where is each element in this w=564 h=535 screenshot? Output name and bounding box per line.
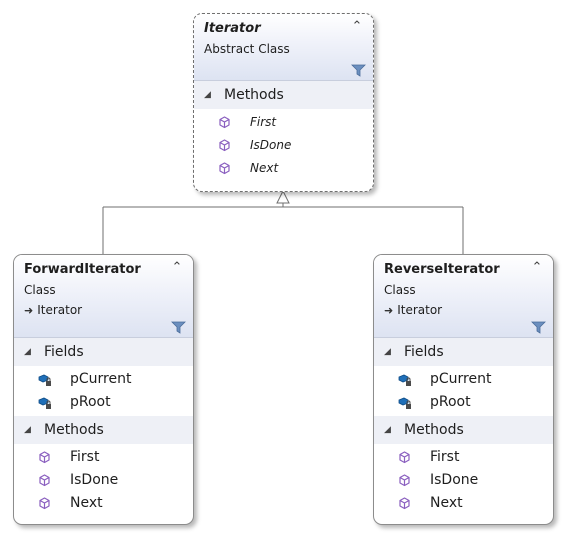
method-item-isdone[interactable]: IsDone bbox=[14, 469, 193, 492]
base-class-name: Iterator bbox=[397, 303, 443, 317]
iterator-methods-section-header[interactable]: ◢ Methods bbox=[194, 81, 373, 109]
section-collapse-triangle-icon[interactable]: ◢ bbox=[384, 425, 391, 435]
inheritance-arrowhead-icon bbox=[276, 189, 290, 204]
method-cube-icon bbox=[399, 451, 410, 464]
field-item-proot[interactable]: pRoot bbox=[14, 391, 193, 414]
filter-funnel-icon[interactable] bbox=[171, 321, 186, 334]
reverse-iterator-class-kind: Class bbox=[384, 283, 416, 297]
iterator-class-box[interactable]: Iterator Abstract Class ⌃ ◢ Methods Firs… bbox=[193, 13, 374, 192]
forward-iterator-methods-label: Methods bbox=[44, 422, 104, 438]
private-field-icon bbox=[398, 397, 411, 409]
inheritance-line-forward bbox=[102, 206, 283, 254]
method-name: Next bbox=[70, 495, 103, 511]
method-item-next[interactable]: Next bbox=[14, 492, 193, 515]
forward-iterator-header: ForwardIterator Class ➜Iterator ⌃ bbox=[14, 255, 193, 338]
method-name: First bbox=[250, 115, 277, 129]
reverse-iterator-class-box[interactable]: ReverseIterator Class ➜Iterator ⌃ ◢ Fiel… bbox=[373, 254, 554, 525]
method-cube-icon bbox=[219, 139, 230, 152]
reverse-iterator-fields-list: pCurrent pRoot bbox=[374, 366, 553, 416]
reverse-iterator-methods-section-header[interactable]: ◢ Methods bbox=[374, 416, 553, 444]
iterator-methods-label: Methods bbox=[224, 87, 284, 103]
private-field-icon bbox=[38, 374, 51, 386]
forward-iterator-fields-list: pCurrent pRoot bbox=[14, 366, 193, 416]
forward-iterator-class-name: ForwardIterator bbox=[24, 262, 141, 277]
double-chevron-up-icon[interactable]: ⌃ bbox=[531, 260, 543, 275]
method-cube-icon bbox=[399, 474, 410, 487]
reverse-iterator-fields-section-header[interactable]: ◢ Fields bbox=[374, 338, 553, 366]
method-item-first[interactable]: First bbox=[14, 446, 193, 469]
inheritance-line-reverse bbox=[283, 206, 464, 254]
method-cube-icon bbox=[219, 116, 230, 129]
inheritance-arrow-icon: ➜ bbox=[24, 304, 34, 317]
private-field-icon bbox=[398, 374, 411, 386]
method-name: IsDone bbox=[430, 472, 479, 488]
field-name: pCurrent bbox=[70, 371, 132, 387]
reverse-iterator-methods-list: First IsDone Next bbox=[374, 444, 553, 517]
double-chevron-up-icon[interactable]: ⌃ bbox=[171, 260, 183, 275]
field-item-pcurrent[interactable]: pCurrent bbox=[374, 368, 553, 391]
method-name: Next bbox=[430, 495, 463, 511]
method-name: IsDone bbox=[250, 138, 292, 152]
method-name: Next bbox=[250, 161, 279, 175]
forward-iterator-methods-section-header[interactable]: ◢ Methods bbox=[14, 416, 193, 444]
forward-iterator-base-class: ➜Iterator bbox=[24, 303, 82, 317]
reverse-iterator-fields-label: Fields bbox=[404, 344, 444, 360]
reverse-iterator-base-class: ➜Iterator bbox=[384, 303, 442, 317]
section-collapse-triangle-icon[interactable]: ◢ bbox=[204, 90, 211, 100]
forward-iterator-fields-label: Fields bbox=[44, 344, 84, 360]
iterator-class-kind: Abstract Class bbox=[204, 42, 290, 56]
method-cube-icon bbox=[219, 162, 230, 175]
forward-iterator-fields-section-header[interactable]: ◢ Fields bbox=[14, 338, 193, 366]
iterator-methods-list: First IsDone Next bbox=[194, 109, 373, 182]
method-item-isdone[interactable]: IsDone bbox=[194, 134, 373, 157]
field-item-proot[interactable]: pRoot bbox=[374, 391, 553, 414]
field-name: pRoot bbox=[430, 394, 471, 410]
method-cube-icon bbox=[39, 451, 50, 464]
filter-funnel-icon[interactable] bbox=[531, 321, 546, 334]
field-name: pCurrent bbox=[430, 371, 492, 387]
method-cube-icon bbox=[39, 497, 50, 510]
method-name: First bbox=[70, 449, 100, 465]
inheritance-arrow-icon: ➜ bbox=[384, 304, 394, 317]
double-chevron-up-icon[interactable]: ⌃ bbox=[351, 19, 363, 34]
method-item-next[interactable]: Next bbox=[374, 492, 553, 515]
field-item-pcurrent[interactable]: pCurrent bbox=[14, 368, 193, 391]
method-item-first[interactable]: First bbox=[194, 111, 373, 134]
iterator-class-name: Iterator bbox=[204, 21, 261, 36]
section-collapse-triangle-icon[interactable]: ◢ bbox=[24, 425, 31, 435]
reverse-iterator-methods-label: Methods bbox=[404, 422, 464, 438]
filter-funnel-icon[interactable] bbox=[351, 64, 366, 77]
private-field-icon bbox=[38, 397, 51, 409]
method-name: First bbox=[430, 449, 460, 465]
section-collapse-triangle-icon[interactable]: ◢ bbox=[384, 347, 391, 357]
method-cube-icon bbox=[399, 497, 410, 510]
method-name: IsDone bbox=[70, 472, 119, 488]
method-item-isdone[interactable]: IsDone bbox=[374, 469, 553, 492]
forward-iterator-class-kind: Class bbox=[24, 283, 56, 297]
method-cube-icon bbox=[39, 474, 50, 487]
reverse-iterator-class-name: ReverseIterator bbox=[384, 262, 500, 277]
section-collapse-triangle-icon[interactable]: ◢ bbox=[24, 347, 31, 357]
method-item-first[interactable]: First bbox=[374, 446, 553, 469]
method-item-next[interactable]: Next bbox=[194, 157, 373, 180]
forward-iterator-methods-list: First IsDone Next bbox=[14, 444, 193, 517]
reverse-iterator-header: ReverseIterator Class ➜Iterator ⌃ bbox=[374, 255, 553, 338]
field-name: pRoot bbox=[70, 394, 111, 410]
forward-iterator-class-box[interactable]: ForwardIterator Class ➜Iterator ⌃ ◢ Fiel… bbox=[13, 254, 194, 525]
iterator-header: Iterator Abstract Class ⌃ bbox=[194, 14, 373, 81]
base-class-name: Iterator bbox=[37, 303, 83, 317]
